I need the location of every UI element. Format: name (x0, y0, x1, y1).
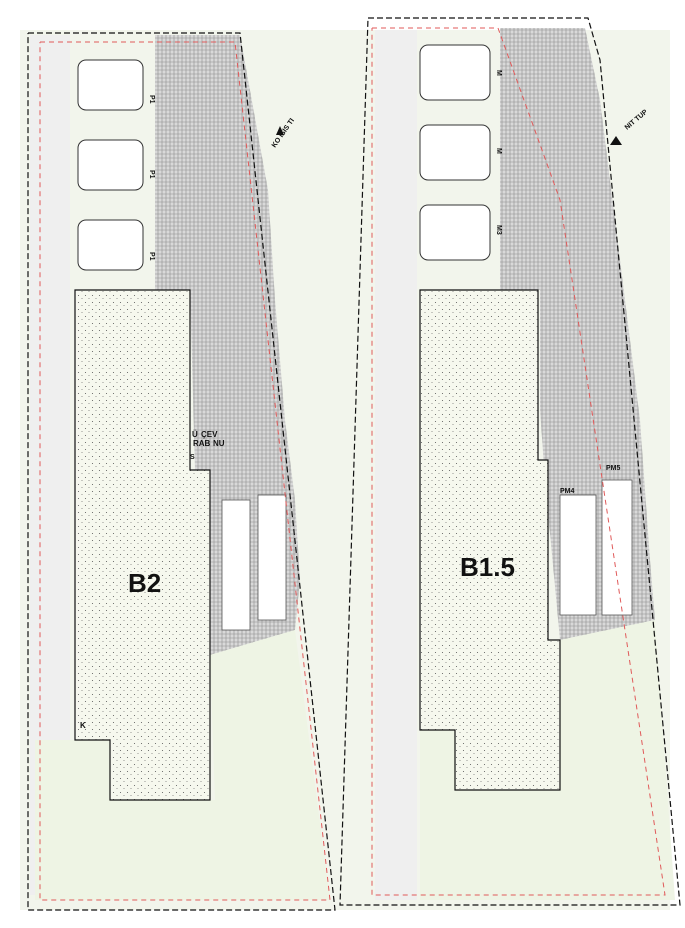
right-boundary-red (371, 27, 666, 896)
right-boundary-black (339, 17, 681, 906)
right-road (375, 30, 417, 900)
left-lower-stalls (221, 494, 287, 631)
left-note-3: RAB (193, 439, 211, 448)
left-unit-3-label: P1 (148, 252, 155, 261)
left-note-1: Ü (192, 430, 198, 439)
right-unit-2 (419, 124, 491, 181)
left-corner-label: K (80, 721, 86, 730)
left-note-2: ÇEV (201, 430, 218, 439)
left-unit-1 (77, 59, 144, 111)
left-note-5: S (190, 454, 195, 461)
left-note-4: NU (213, 439, 225, 448)
left-grass (35, 630, 330, 900)
right-unit-3 (419, 204, 491, 261)
right-unit-2-label: M (495, 148, 502, 154)
building-b2 (74, 289, 211, 801)
left-arrow-icon (276, 126, 284, 135)
left-unit-2 (77, 139, 144, 191)
right-unit-1-label: M (495, 70, 502, 76)
right-parking-units: M M M3 (419, 44, 502, 261)
building-b2-label: B2 (128, 568, 161, 598)
building-b15-label: B1.5 (460, 552, 515, 582)
left-parking-units: P1 P1 P1 (77, 59, 155, 271)
right-parcel: B1.5 M M M3 PM5 PM4 NIT TUP (339, 17, 681, 906)
right-unit-3-label: M3 (495, 225, 502, 235)
left-parcel: B2 P1 P1 P1 Ü ÇEV RAB NU S K KO ISIS TI (27, 32, 336, 911)
right-lower-stalls (559, 479, 633, 616)
left-boundary-red (39, 41, 331, 901)
left-boundary-black (27, 32, 336, 911)
left-unit-1-label: P1 (148, 95, 155, 104)
building-b15 (419, 289, 561, 791)
right-unit-1 (419, 44, 491, 101)
right-arrow-icon (610, 136, 622, 145)
right-pm5-label: PM5 (606, 465, 621, 472)
right-pm4-label: PM4 (560, 488, 575, 495)
left-unit-2-label: P1 (148, 170, 155, 179)
right-grass (420, 620, 675, 900)
left-unit-3 (77, 219, 144, 271)
